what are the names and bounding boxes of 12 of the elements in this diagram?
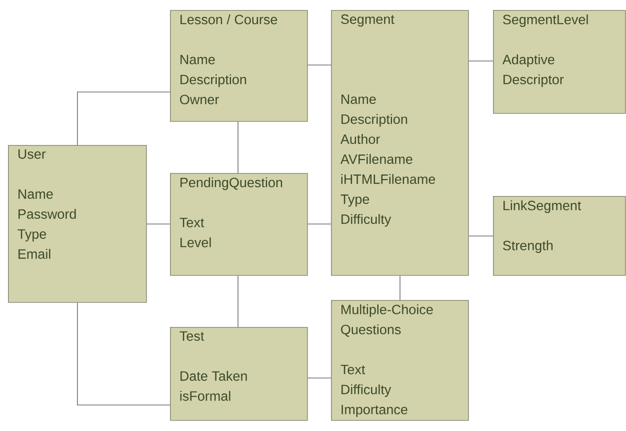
connector-line: [307, 64, 332, 66]
entity-box: Test Date Taken isFormal: [170, 327, 308, 421]
entity-box: PendingQuestion Text Level: [170, 173, 308, 276]
entity-box: LinkSegment Strength: [493, 196, 626, 276]
entity-box: Lesson / Course Name Description Owner: [170, 10, 308, 122]
connector-line: [77, 302, 170, 406]
entity-box: Segment Name Description Author AVFilename iHTMLFilename Type Difficulty: [331, 10, 469, 276]
connector-line: [77, 92, 170, 146]
entity-box: User Name Password Type Email: [8, 145, 147, 303]
entity-box: SegmentLevel Adaptive Descriptor: [493, 10, 626, 114]
connector-line: [468, 60, 494, 62]
entity-box: Multiple-Choice Questions Text Difficulty Importance: [331, 300, 469, 421]
